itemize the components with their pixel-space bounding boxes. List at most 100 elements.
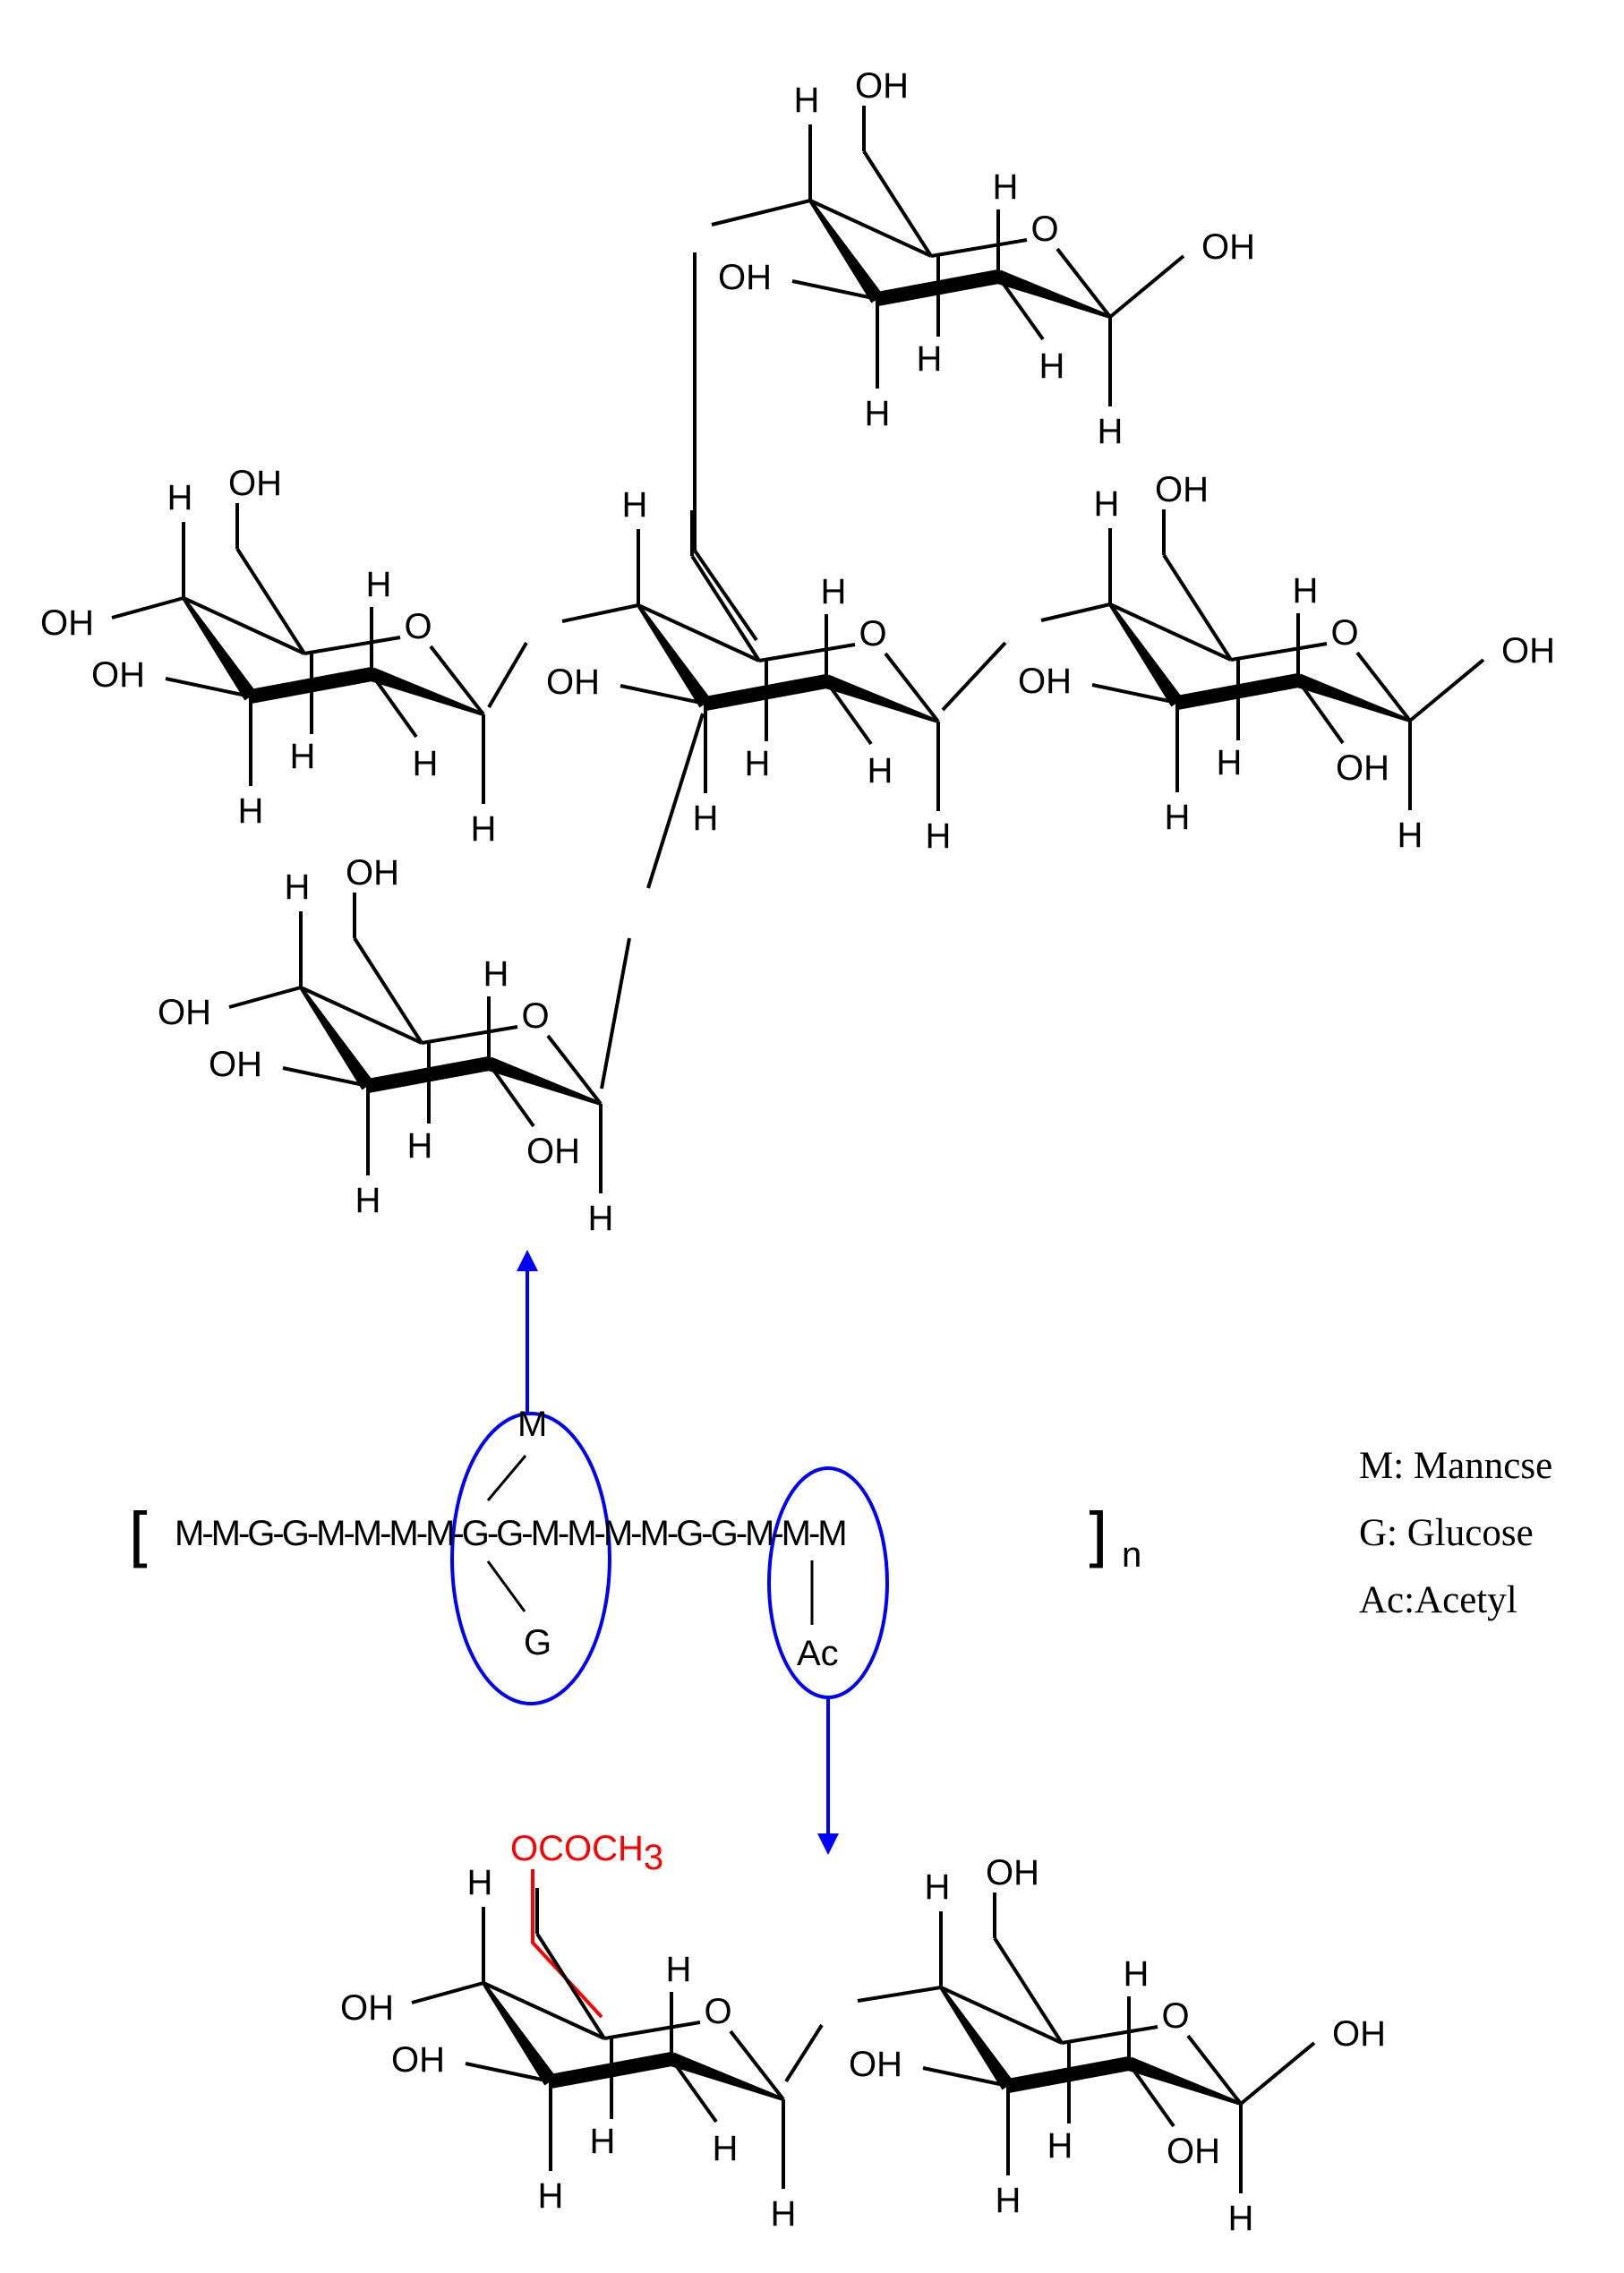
ring-bottom-right-h-c5: H	[1047, 2126, 1073, 2166]
ring-center-bond-c4-c3	[637, 603, 712, 708]
ring-top-h-c1: H	[1098, 412, 1124, 451]
ring-center-bond-c2-c1	[824, 674, 939, 723]
ring-bottom-left-oh-c6: OH	[346, 853, 399, 893]
ring-bottom-right-bond-c5-c4	[940, 1986, 1063, 2045]
ring-left-oh-c4: OH	[40, 603, 94, 643]
ring-bottom-right-bond-c2-down	[1127, 2062, 1175, 2128]
ring-left-bond-c2-c1	[369, 667, 484, 716]
ring-bottom-right-bond-o5-c5	[1061, 2025, 1158, 2045]
ring-top-h-c2-down: H	[1039, 346, 1065, 386]
ring-acetylated-oh-c4: OH	[340, 1988, 394, 2028]
ring-bottom-left-oh-c3: OH	[209, 1045, 262, 1084]
ring-center-bond-c5-c4	[637, 603, 760, 662]
ring-top-bond-c2-down	[996, 275, 1045, 341]
ring-left-h-c3: H	[238, 791, 264, 831]
ring-right-h-c1: H	[1397, 816, 1423, 855]
ring-bottom-left-bond-c1-o5	[546, 1034, 603, 1106]
ring-acetylated-h-c2-up: H	[666, 1950, 692, 1989]
ring-right-bond-c1-o5	[1355, 651, 1412, 722]
ring-left-ring-oxygen: O	[404, 607, 432, 646]
ring-right-bond-c2-c1	[1295, 673, 1411, 722]
ring-bottom-right-bond-c1-o5	[1186, 2034, 1243, 2106]
ring-bottom-right-oh-c6: OH	[986, 1853, 1039, 1893]
sugar-rings: OOHHOHHHHHHOHOOHHOHOHHHHHHOHOHHHHHHOOHHO…	[40, 66, 1555, 2238]
ring-acetylated-h-c2-down: H	[713, 2129, 739, 2168]
acetyl-group-label: OCOCH3	[510, 1829, 663, 1877]
ring-left-oh-c3: OH	[91, 655, 145, 695]
ring-top-bond-c4-c3	[808, 199, 884, 303]
ring-bottom-left-h-c1: H	[588, 1199, 614, 1238]
ring-bottom-left-oh-c4: OH	[158, 993, 211, 1032]
ring-left-bond-o5-c5	[303, 636, 401, 655]
ring-bottom-right-bond-c2-c1	[1126, 2056, 1242, 2106]
ring-bottom-right-bond-c4-c3	[939, 1986, 1014, 2090]
ring-acetylated-h-c1: H	[771, 2194, 797, 2234]
ring-bottom-left-bond-c3-oh	[282, 1066, 369, 1088]
ring-top-ring-oxygen: O	[1030, 209, 1058, 249]
ring-right-bond-c4-c3	[1108, 602, 1184, 707]
ring-bottom-right-bond-c1-oh	[1239, 2041, 1316, 2106]
ring-bottom-left-h-c2-up: H	[483, 954, 509, 994]
ring-acetylated-bond-c2-down	[670, 2057, 718, 2123]
ring-acetylated-bond-c2-c1	[669, 2052, 784, 2101]
ring-bottom-right-ring-oxygen: O	[1161, 1996, 1189, 2036]
ring-right-oh-c2-down: OH	[1336, 748, 1389, 788]
ring-top-oh-c6: OH	[855, 66, 909, 106]
ring-bottom-left-bond-c2-down	[487, 1062, 535, 1128]
ring-left-oh-c6: OH	[228, 464, 282, 503]
ring-top-h-c4: H	[794, 81, 820, 120]
ring-bottom-left-ring-oxygen: O	[521, 996, 549, 1036]
ring-right-oh-c6: OH	[1155, 470, 1209, 509]
ring-top-oh-c1: OH	[1201, 227, 1255, 267]
ring-bottom-right-h-c1: H	[1228, 2199, 1254, 2238]
sequence-bracket-open: [	[128, 1500, 153, 1575]
ring-left-bond-c3-oh	[165, 677, 252, 698]
ring-top-bond-c2-c1	[996, 269, 1111, 319]
branch-glucose-bond	[486, 1560, 526, 1612]
ring-acetylated-h-c5: H	[590, 2122, 616, 2161]
ring-center-h-c5: H	[745, 744, 771, 783]
ring-acetylated-bond-o5-c5	[603, 2021, 701, 2040]
ring-right-h-c4: H	[1094, 484, 1120, 524]
ring-bottom-left-oh-c2-down: OH	[526, 1132, 580, 1171]
branch-mannose-label: M	[517, 1405, 547, 1444]
ring-left-bond-c1-o5	[429, 645, 485, 716]
ring-bottom-left-h-c5: H	[407, 1126, 433, 1166]
ring-right-oh-c3: OH	[1018, 662, 1072, 701]
ring-top-bond-c1-oh	[1108, 254, 1185, 319]
ring-bottom-right-bond-c5-c6	[993, 1936, 1064, 2045]
legend-acetyl: Ac:Acetyl	[1359, 1579, 1517, 1621]
legend-glucose: G: Glucose	[1359, 1512, 1534, 1554]
glycosidic-linkages	[487, 199, 1111, 2083]
ring-center-oh-c3: OH	[546, 662, 600, 702]
ring-right-h-c5: H	[1217, 743, 1243, 782]
ring-bottom-right-h-c4: H	[925, 1867, 951, 1907]
ring-acetylated-h-c3: H	[538, 2176, 564, 2216]
ring-center-bond-c3-oh	[620, 684, 706, 705]
ring-left-h-c5: H	[290, 737, 316, 776]
ring-left-bond-c4-oh	[111, 596, 184, 620]
ring-acetylated-bond-c4-oh	[411, 1981, 484, 2004]
ring-bottom-right-bond-c3-oh	[922, 2066, 1009, 2088]
ring-acetylated-bond-c5-c4	[483, 1981, 605, 2040]
ring-left-h-c4: H	[167, 478, 193, 517]
ring-center-h-c2-up: H	[821, 572, 847, 611]
ring-bottom-right-h-c3: H	[996, 2181, 1021, 2220]
ring-top-bond-c5-c4	[809, 199, 932, 258]
ring-bottom-left-bond-c4-oh	[228, 986, 302, 1009]
ring-center-ring-oxygen: O	[859, 614, 886, 654]
ring-top-h-c5: H	[917, 339, 943, 379]
ring-bottom-right-oh-c1: OH	[1332, 2014, 1386, 2054]
ring-right-oh-c1: OH	[1501, 631, 1555, 671]
ring-right-bond-c3-oh	[1091, 683, 1178, 705]
ring-right-bond-c1-oh	[1408, 658, 1485, 722]
ring-bottom-left-bond-c2-c1	[486, 1056, 602, 1106]
ring-top-h-c2-up: H	[993, 167, 1019, 207]
ring-bottom-left-bond-c5-c6	[353, 936, 423, 1045]
ring-top-bond-c5-c6	[862, 150, 933, 258]
branch-mannose-bond	[486, 1455, 527, 1501]
legend: M: Manncse G: Glucose Ac:Acetyl	[1359, 1432, 1552, 1634]
ring-center-h-c4: H	[622, 485, 648, 525]
ring-center-bond-o5-c5	[758, 643, 856, 662]
